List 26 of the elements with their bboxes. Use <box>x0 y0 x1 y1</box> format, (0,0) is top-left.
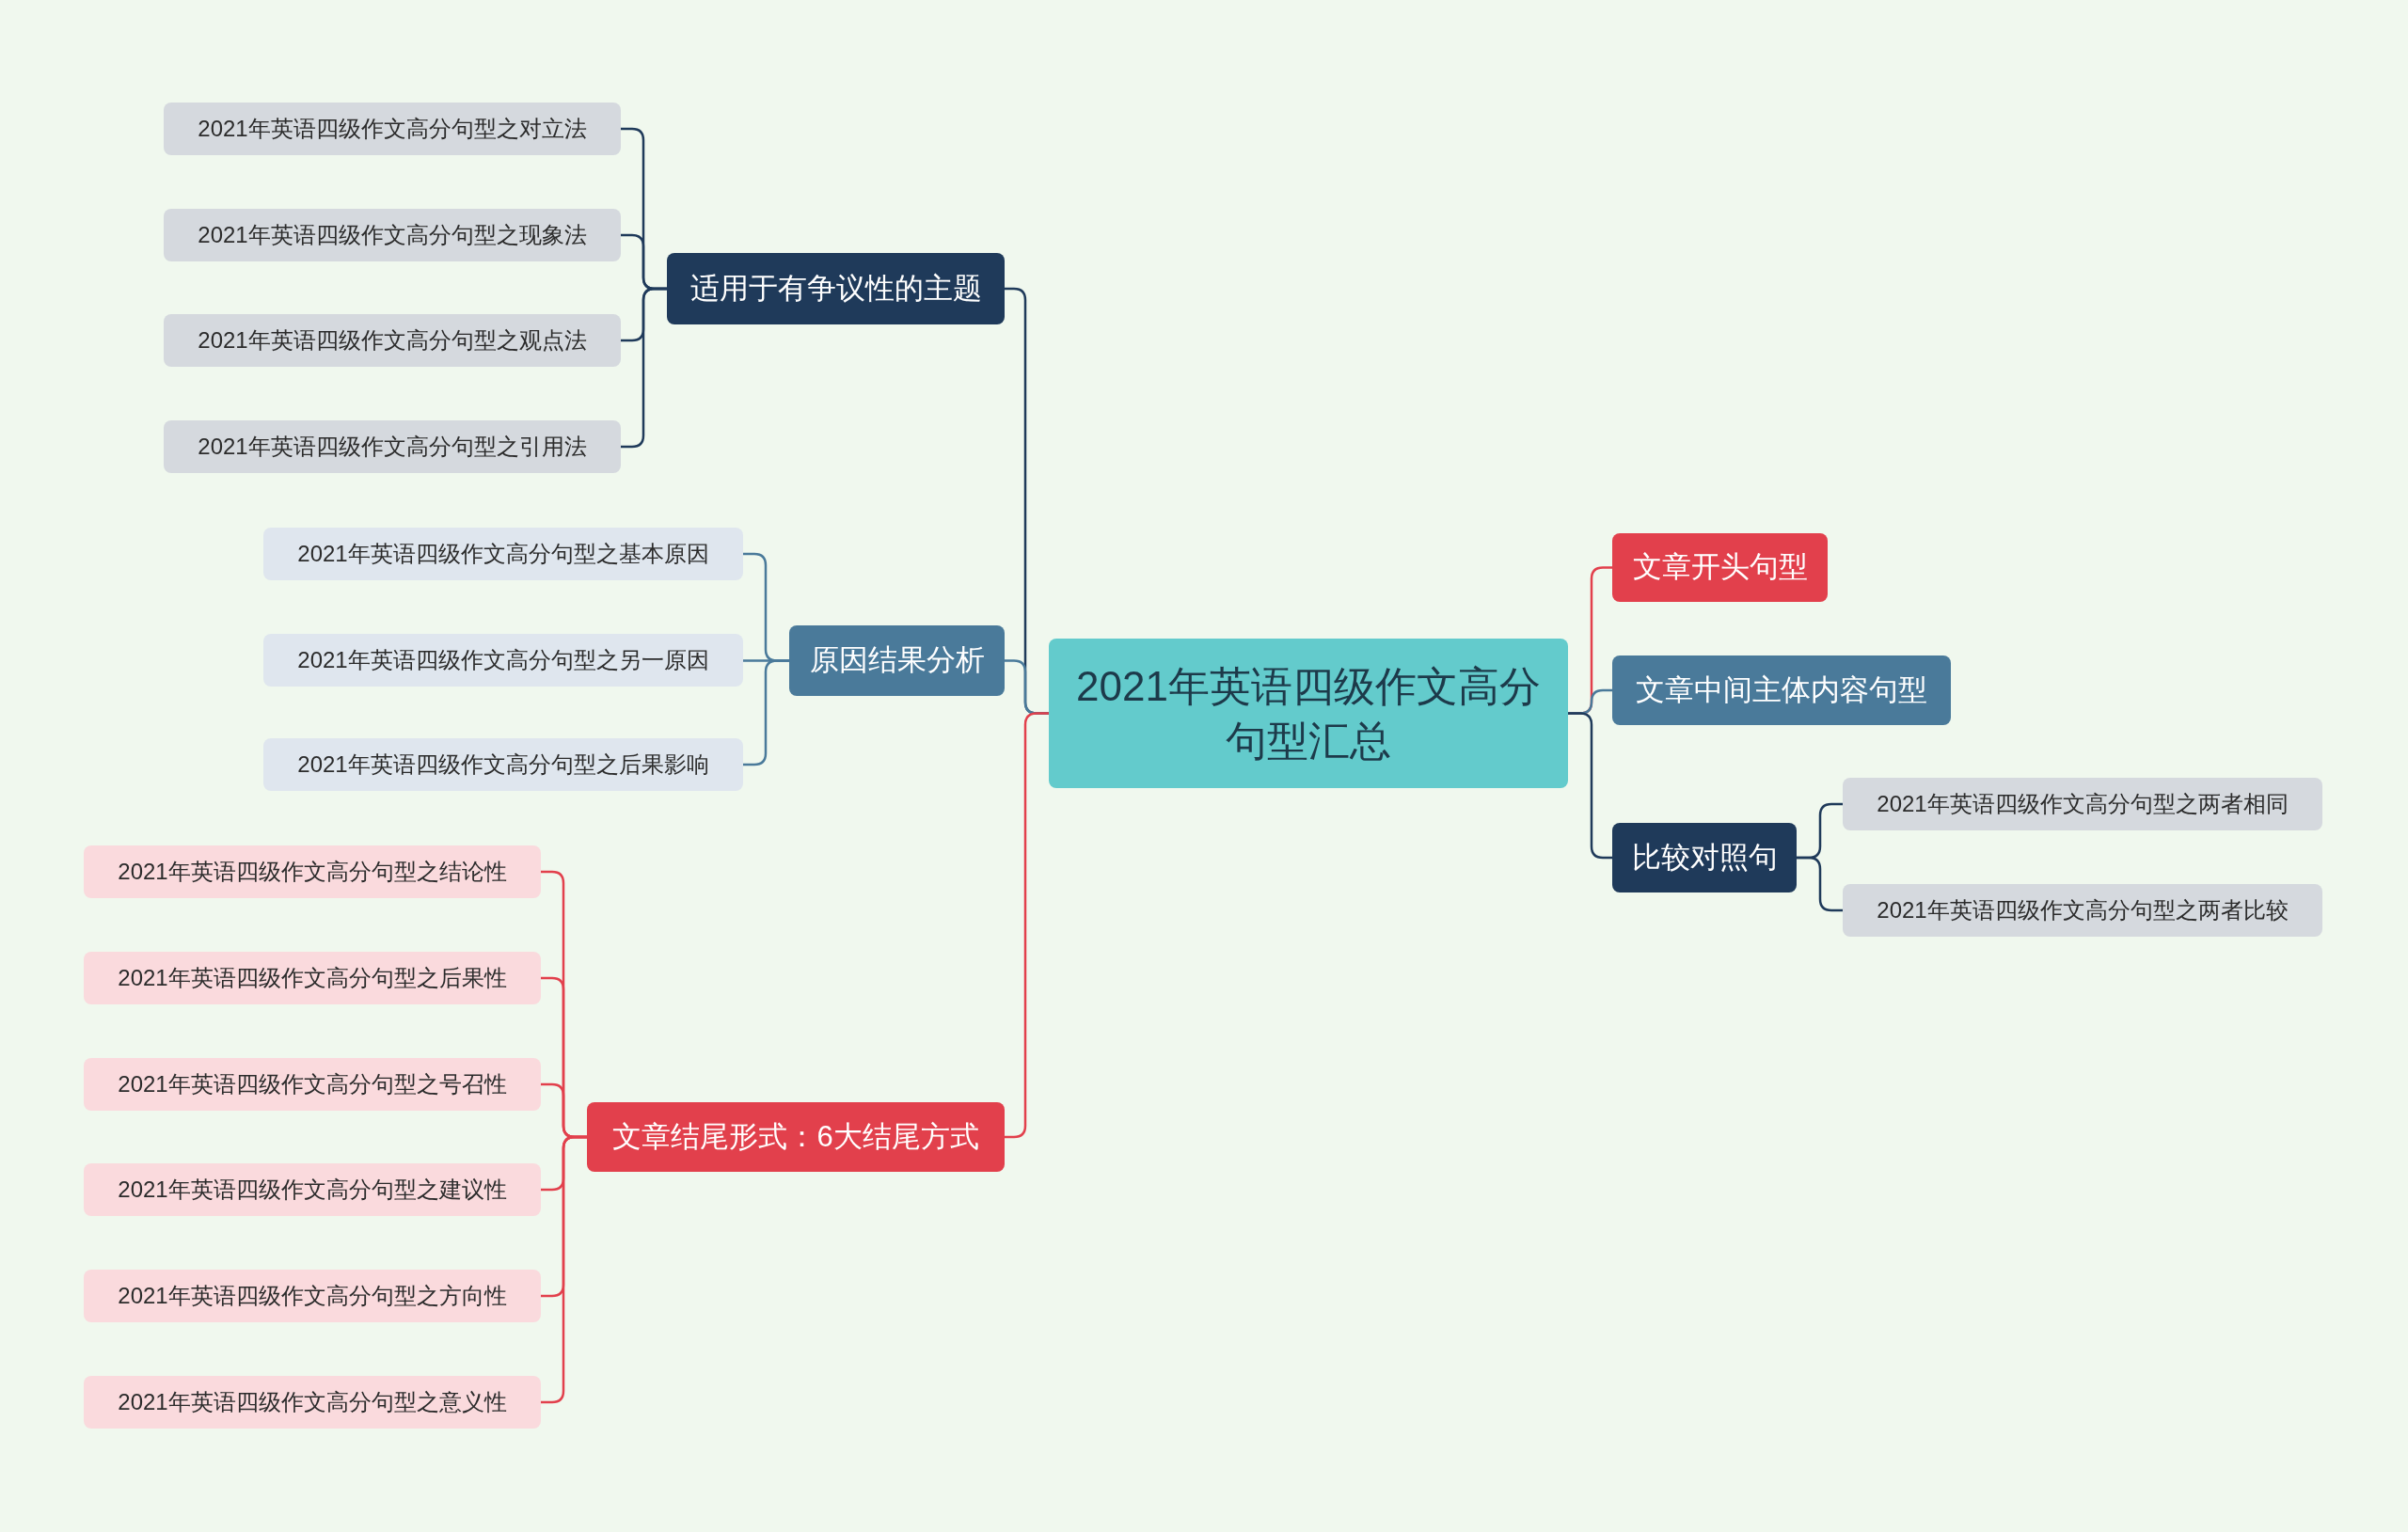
topic-box: 2021年英语四级作文高分句型之号召性 <box>84 1058 541 1111</box>
topic-box: 文章中间主体内容句型 <box>1612 655 1951 725</box>
topic-box: 原因结果分析 <box>789 625 1005 696</box>
topic-box: 2021年英语四级作文高分句型之方向性 <box>84 1270 541 1322</box>
topic-box: 2021年英语四级作文高分句型之两者比较 <box>1843 884 2322 937</box>
topic-box: 2021年英语四级作文高分句型之两者相同 <box>1843 778 2322 830</box>
topic-box: 2021年英语四级作文高分句型之后果性 <box>84 952 541 1004</box>
topic-box: 2021年英语四级作文高分句型之引用法 <box>164 420 621 473</box>
topic-box: 2021年英语四级作文高分句型之另一原因 <box>263 634 743 687</box>
topic-box: 2021年英语四级作文高分句型之观点法 <box>164 314 621 367</box>
topic-box: 2021年英语四级作文高分句型之意义性 <box>84 1376 541 1429</box>
topic-box: 2021年英语四级作文高分句型之基本原因 <box>263 528 743 580</box>
topic-box: 文章结尾形式：6大结尾方式 <box>587 1102 1005 1172</box>
topic-box: 2021年英语四级作文高分句型之结论性 <box>84 845 541 898</box>
topic-box: 2021年英语四级作文高分句型之后果影响 <box>263 738 743 791</box>
topic-box: 比较对照句 <box>1612 823 1797 892</box>
central-topic: 2021年英语四级作文高分句型汇总 <box>1049 639 1568 788</box>
topic-box: 2021年英语四级作文高分句型之对立法 <box>164 103 621 155</box>
connector-line <box>541 1135 587 1404</box>
connector-line <box>621 287 667 449</box>
topic-box: 2021年英语四级作文高分句型之现象法 <box>164 209 621 261</box>
connector-line <box>1005 712 1049 1139</box>
topic-box: 2021年英语四级作文高分句型之建议性 <box>84 1163 541 1216</box>
topic-box: 文章开头句型 <box>1612 533 1828 602</box>
connector-line <box>1568 712 1612 860</box>
topic-box: 适用于有争议性的主题 <box>667 253 1005 324</box>
